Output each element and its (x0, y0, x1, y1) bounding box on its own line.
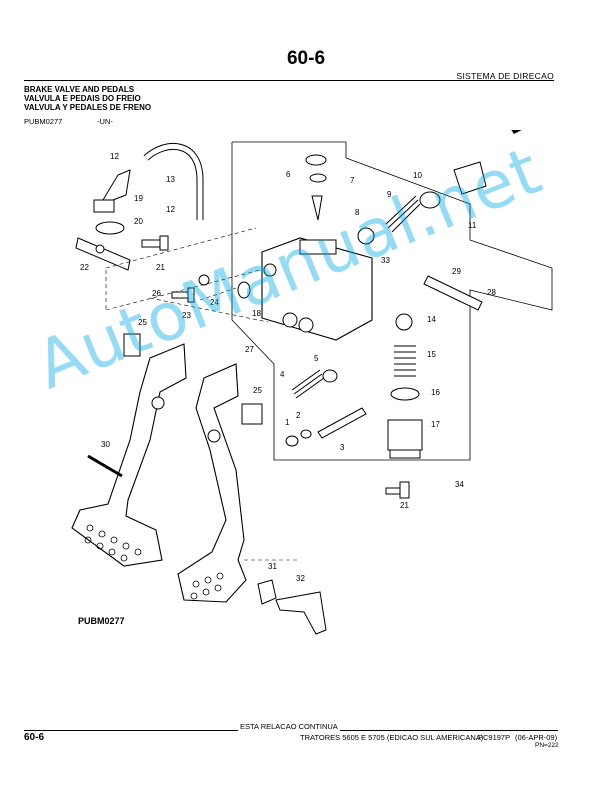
title-english: BRAKE VALVE AND PEDALS (24, 85, 135, 94)
svg-text:20: 20 (134, 217, 143, 226)
svg-text:25: 25 (138, 318, 147, 327)
svg-text:31: 31 (268, 562, 277, 571)
svg-text:19: 19 (134, 194, 143, 203)
svg-text:13: 13 (166, 175, 175, 184)
header-rule (24, 80, 554, 81)
svg-text:15: 15 (427, 350, 436, 359)
title-portuguese: VALVULA E PEDAIS DO FREIO (24, 94, 141, 103)
svg-text:28: 28 (487, 288, 496, 297)
svg-text:22: 22 (80, 263, 89, 272)
svg-text:11: 11 (468, 221, 477, 230)
exploded-parts-diagram: 12 13 19 20 12 22 21 24 23 26 25 27 25 1… (71, 130, 553, 635)
footer-page-sequence: PN=222 (535, 742, 559, 749)
svg-text:5: 5 (314, 354, 319, 363)
svg-text:3: 3 (340, 443, 345, 452)
svg-text:2: 2 (296, 411, 301, 420)
svg-text:25: 25 (253, 386, 262, 395)
svg-text:4: 4 (280, 370, 285, 379)
svg-text:24: 24 (210, 298, 219, 307)
diagram-label: PUBM0277 (78, 616, 125, 626)
footer-page-number: 60-6 (24, 732, 45, 743)
svg-text:16: 16 (431, 388, 440, 397)
continue-notice: ESTA RELACAO CONTINUA (238, 722, 340, 731)
svg-text:7: 7 (350, 176, 355, 185)
svg-text:1: 1 (285, 418, 290, 427)
reference-variant: -UN- (97, 117, 113, 126)
svg-text:12: 12 (110, 152, 119, 161)
svg-text:14: 14 (427, 315, 436, 324)
svg-text:29: 29 (452, 267, 461, 276)
svg-text:32: 32 (296, 574, 305, 583)
direction-arrow-icon (511, 130, 522, 134)
svg-text:18: 18 (252, 309, 261, 318)
page-number-top: 60-6 (286, 48, 326, 69)
svg-text:9: 9 (387, 190, 392, 199)
footer-book-title: TRATORES 5605 E 5705 (EDICAO SUL AMERICA… (300, 733, 484, 742)
svg-text:30: 30 (101, 440, 110, 449)
section-title: SISTEMA DE DIRECAO (456, 71, 554, 81)
footer-book-code: PC9197P (478, 733, 511, 742)
svg-text:21: 21 (400, 501, 409, 510)
svg-text:12: 12 (166, 205, 175, 214)
right-brake-pedal (177, 363, 247, 603)
callout-labels: 12 13 19 20 12 22 21 24 23 26 25 27 25 1… (80, 152, 496, 583)
valve-housing-frame (231, 141, 553, 461)
svg-text:17: 17 (431, 420, 440, 429)
svg-text:26: 26 (152, 289, 161, 298)
svg-text:6: 6 (286, 170, 291, 179)
svg-text:10: 10 (413, 171, 422, 180)
title-spanish: VALVULA Y PEDALES DE FRENO (24, 103, 152, 112)
svg-text:34: 34 (455, 480, 464, 489)
svg-text:21: 21 (156, 263, 165, 272)
svg-text:8: 8 (355, 208, 360, 217)
svg-text:27: 27 (245, 345, 254, 354)
svg-text:23: 23 (182, 311, 191, 320)
svg-text:33: 33 (381, 256, 390, 265)
footer-date: (06-APR-09) (515, 733, 558, 742)
reference-code: PUBM0277 (24, 117, 63, 126)
